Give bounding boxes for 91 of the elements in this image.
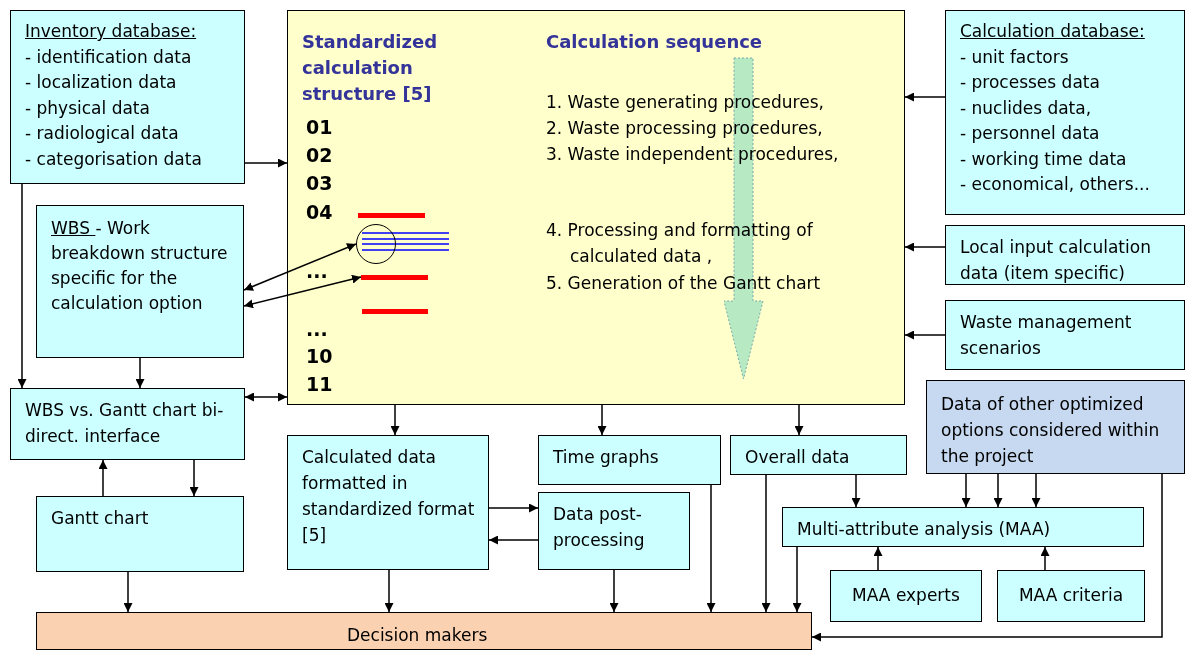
process-box [830, 570, 982, 622]
arrow [243, 274, 362, 309]
bar-marker [361, 308, 428, 314]
arrow [123, 571, 133, 613]
arrow [851, 474, 861, 508]
arrow [904, 92, 946, 102]
box-text: WBS - Work breakdown structure specific for the calculation option [51, 217, 229, 315]
arrow [961, 473, 971, 508]
arrow [135, 357, 145, 389]
process-box [538, 492, 690, 570]
step-number: 10 [306, 344, 334, 368]
arrow [488, 503, 539, 513]
list-item: - identification data [25, 45, 193, 69]
arrow [244, 392, 288, 402]
process-box [926, 380, 1185, 474]
list-item: - personnel data [960, 122, 1101, 145]
arrow [904, 330, 946, 340]
process-box [538, 435, 721, 485]
process-box [782, 507, 1144, 547]
box-text: MAA criteria [1017, 584, 1125, 608]
list-item: - nuclides data, [960, 96, 1093, 120]
procedure-item: 1. Waste generating procedures, [546, 91, 825, 114]
arrow [244, 158, 288, 168]
arrow [993, 473, 1003, 508]
box-text: Decision makers [347, 624, 488, 647]
process-box [36, 205, 244, 358]
arrow [597, 404, 607, 436]
list-item: - economical, others... [960, 173, 1151, 196]
arrow [384, 569, 394, 613]
list-item: - working time data [960, 147, 1128, 171]
process-box [10, 388, 245, 460]
procedure-item: 3. Waste independent procedures, [546, 143, 840, 166]
box-text: Waste management scenarios [960, 311, 1133, 360]
arrow [390, 404, 400, 436]
calculation-panel [287, 10, 905, 405]
arrow [706, 484, 716, 613]
box-text: Calculated data formatted in standardized format [5] [302, 446, 476, 547]
process-box [945, 225, 1185, 285]
procedure-item: 4. Processing and formatting of calculated data , [546, 219, 814, 268]
process-box [36, 496, 244, 572]
list-heading: Calculation database: [960, 20, 1146, 43]
list-item: - physical data [25, 96, 151, 120]
arrow [98, 459, 108, 497]
list-item: - unit factors [960, 45, 1070, 69]
section-heading: Calculation sequence [546, 30, 764, 54]
box-text: Time graphs [553, 446, 660, 469]
process-box [36, 612, 812, 650]
box-text: Gantt chart [51, 507, 150, 530]
process-box [997, 570, 1145, 622]
process-box [730, 435, 907, 475]
arrow [243, 243, 357, 291]
arrow [811, 473, 1163, 642]
box-text: WBS vs. Gantt chart bi-direct. interface [25, 399, 225, 448]
box-text: Data of other optimized options considered within the project [941, 393, 1161, 468]
process-box [10, 10, 245, 184]
process-box [287, 435, 489, 570]
step-number: 03 [306, 171, 334, 195]
arrow [873, 546, 883, 571]
step-number: ... [306, 317, 329, 341]
procedure-item: 5. Generation of the Gantt chart [546, 272, 822, 295]
box-text: Multi-attribute analysis (MAA) [797, 518, 1052, 541]
box-text: Local input calculation data (item specific) [960, 236, 1152, 285]
box-text: MAA experts [851, 584, 961, 608]
arrow [794, 404, 804, 436]
process-box [945, 300, 1185, 370]
arrow [761, 474, 771, 613]
bar-marker [357, 212, 425, 218]
arrow [1031, 473, 1041, 508]
section-heading: Standardized calculation structure [5] [302, 30, 439, 106]
box-text: Overall data [745, 446, 851, 469]
arrow [792, 546, 802, 613]
list-item: - categorisation data [25, 147, 203, 171]
arrow [904, 242, 946, 252]
process-box [945, 10, 1185, 215]
step-number: 01 [306, 115, 334, 139]
box-text: Data post-processing [553, 503, 646, 552]
step-number: 11 [306, 372, 334, 396]
step-number: 02 [306, 143, 334, 167]
arrow [17, 183, 27, 389]
procedure-item: 2. Waste processing procedures, [546, 117, 824, 140]
step-number: 04 [306, 200, 334, 224]
arrow [189, 459, 199, 497]
arrow [1040, 546, 1050, 571]
list-item: - radiological data [25, 122, 180, 145]
arrow [609, 569, 619, 613]
list-heading: Inventory database: [25, 20, 198, 43]
step-number: ... [306, 259, 329, 283]
bar-marker [360, 274, 428, 280]
list-item: - processes data [960, 71, 1101, 94]
arrow [488, 535, 539, 545]
list-item: - localization data [25, 71, 178, 94]
